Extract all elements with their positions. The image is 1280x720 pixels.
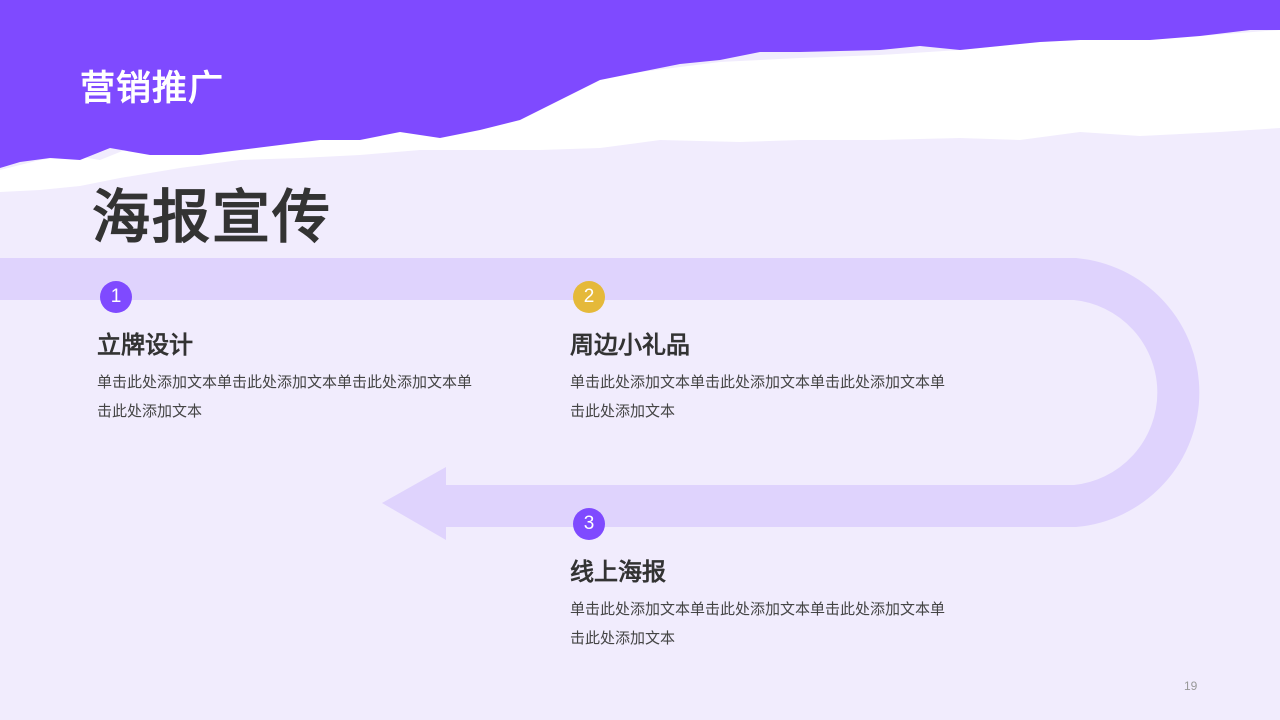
process-arrow-track [0,258,1200,527]
step-2: 2 周边小礼品 单击此处添加文本单击此处添加文本单击此处添加文本单击此处添加文本 [570,281,950,426]
step-1: 1 立牌设计 单击此处添加文本单击此处添加文本单击此处添加文本单击此处添加文本 [97,281,477,426]
arrow-head [382,467,446,540]
step-number-badge: 3 [573,508,605,540]
step-number-badge: 2 [573,281,605,313]
step-title: 立牌设计 [97,331,193,359]
step-3: 3 线上海报 单击此处添加文本单击此处添加文本单击此处添加文本单击此处添加文本 [570,508,950,653]
step-text: 单击此处添加文本单击此处添加文本单击此处添加文本单击此处添加文本 [570,600,946,647]
torn-paper-purple [0,0,1280,168]
page-number: 19 [1184,679,1198,693]
step-text: 单击此处添加文本单击此处添加文本单击此处添加文本单击此处添加文本 [97,373,473,420]
step-number-badge: 1 [100,281,132,313]
step-text: 单击此处添加文本单击此处添加文本单击此处添加文本单击此处添加文本 [570,373,946,420]
step-title: 周边小礼品 [570,331,690,359]
page-title: 海报宣传 [92,183,333,251]
torn-paper-white [0,30,1280,192]
step-title: 线上海报 [570,558,666,586]
header-title: 营销推广 [80,69,225,109]
